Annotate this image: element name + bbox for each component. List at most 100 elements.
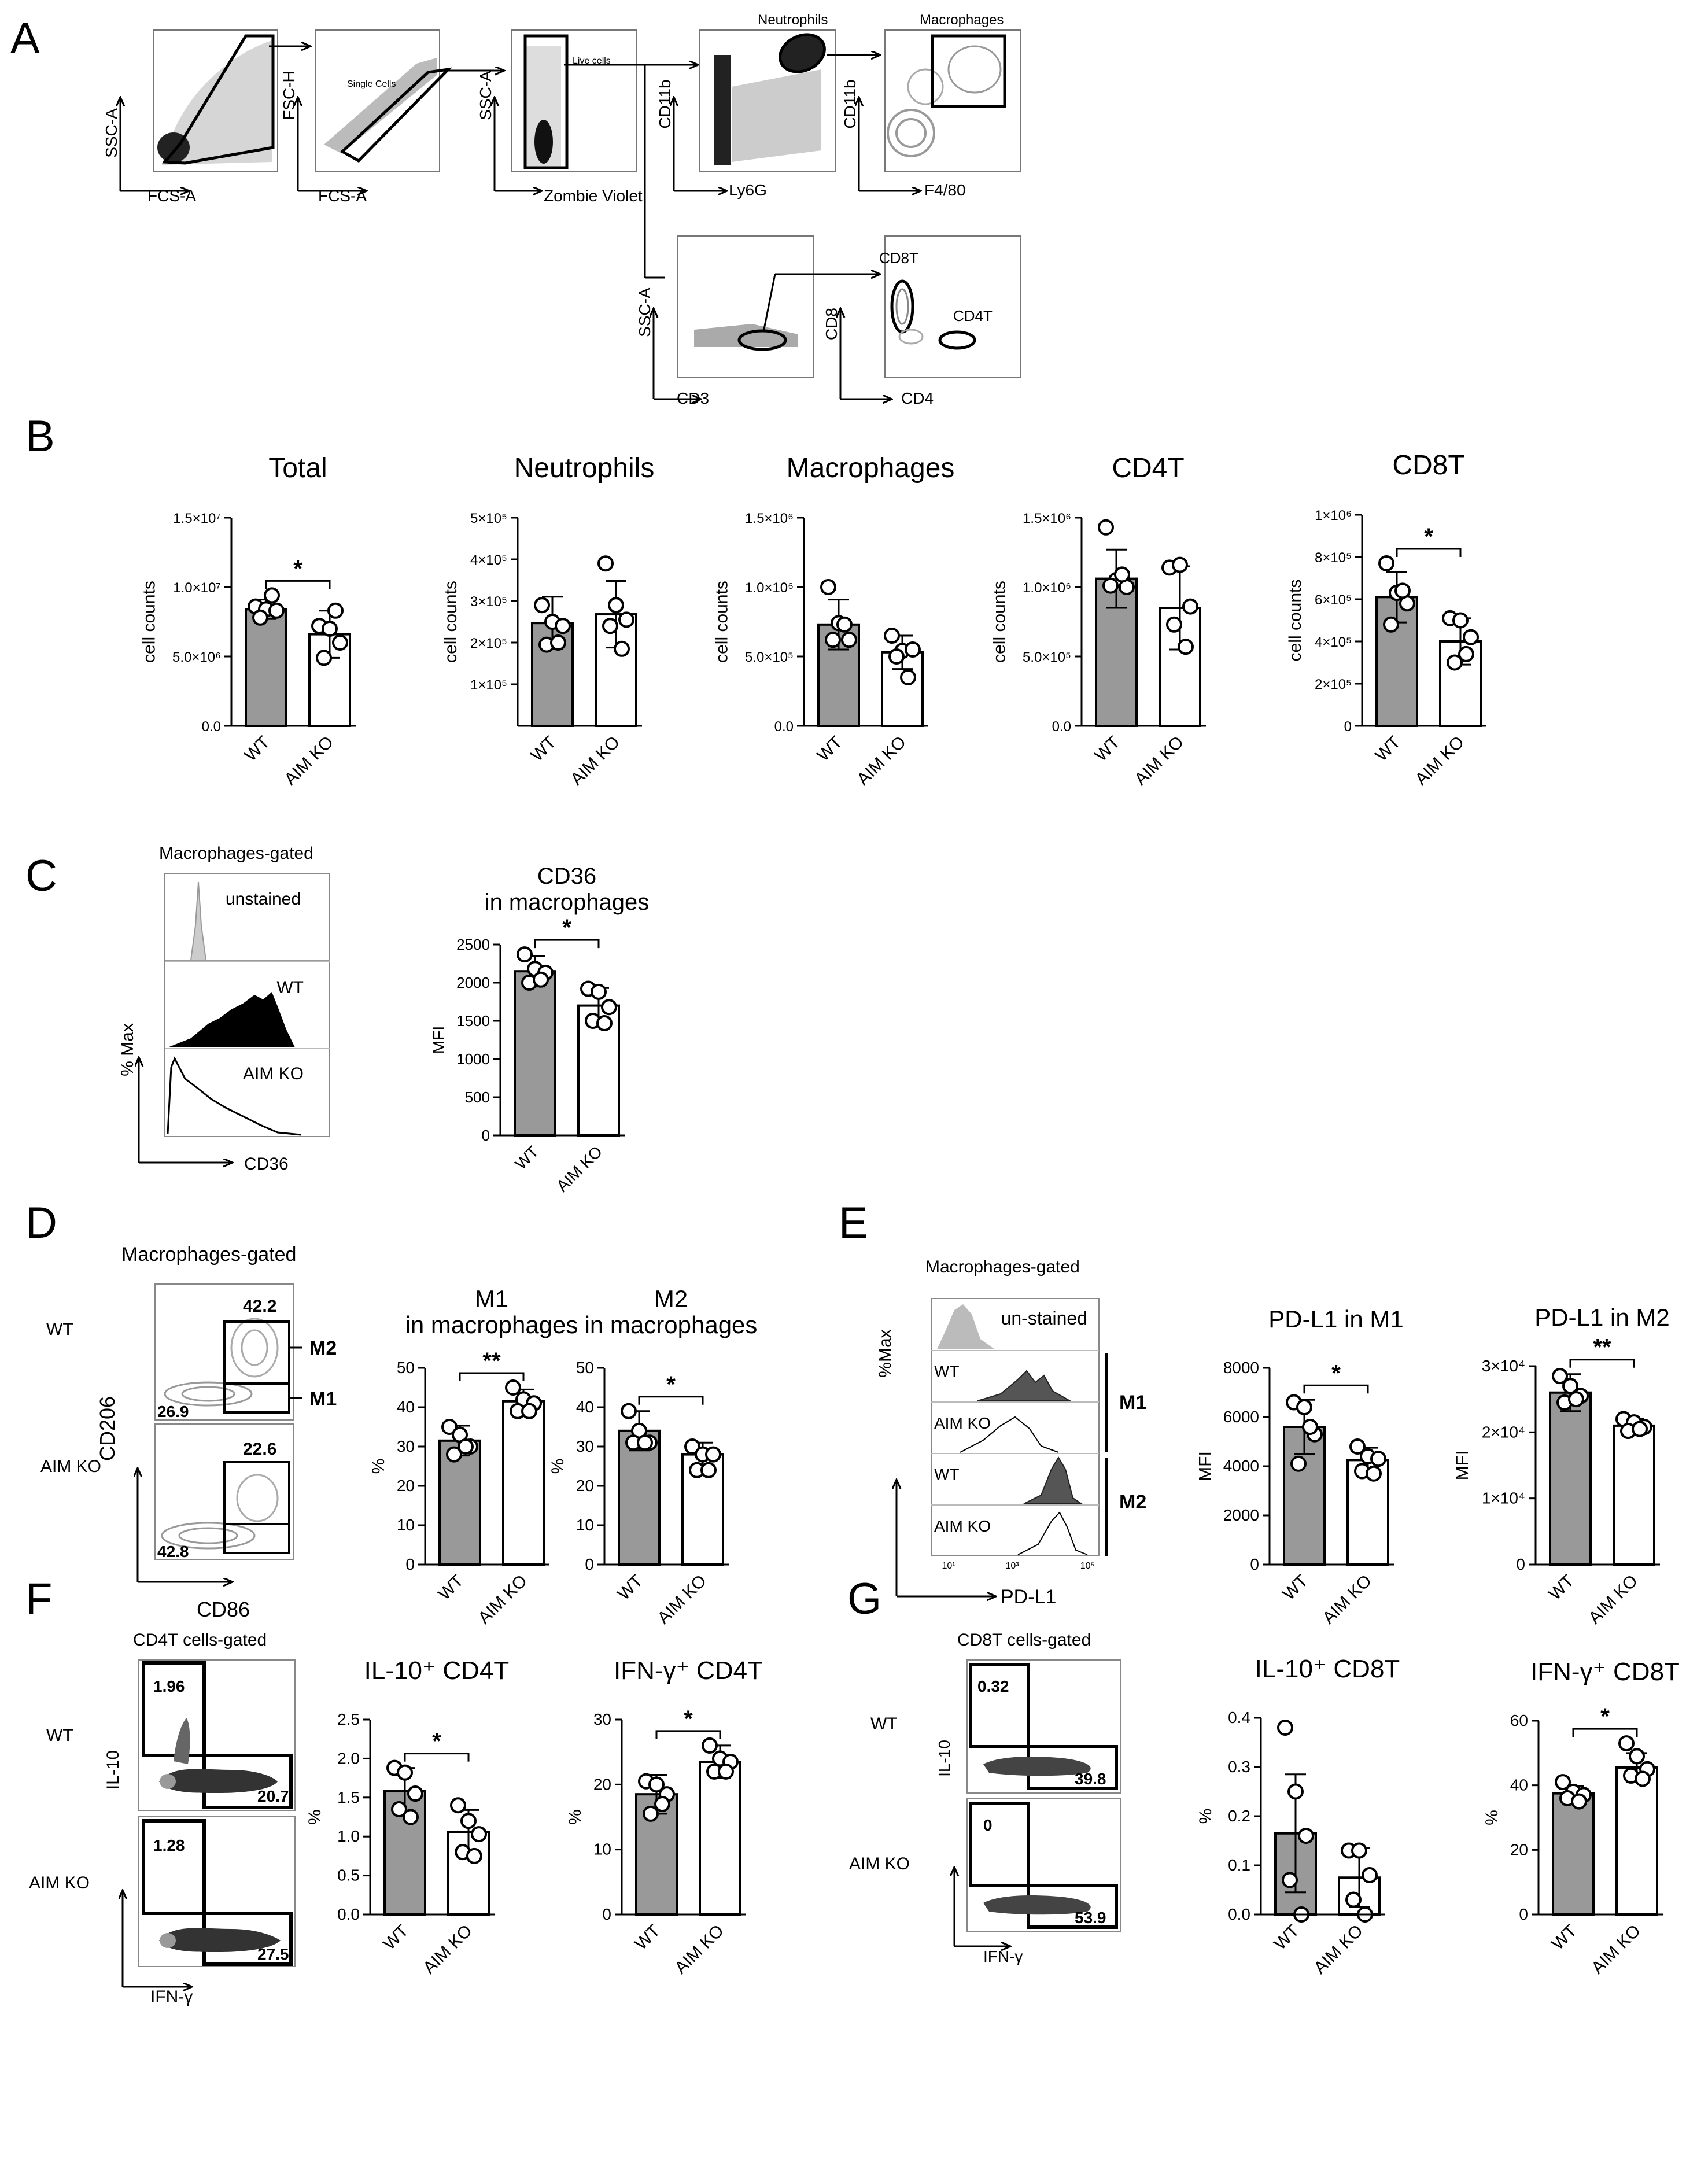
data-point [252, 609, 268, 626]
panel-label-e: E [839, 1198, 868, 1248]
x-category-label: AIM KO [567, 733, 624, 790]
header-cd8t-gated: CD8T cells-gated [957, 1630, 1091, 1650]
y-tick-label: 2×10⁵ [470, 636, 507, 651]
data-point [597, 555, 614, 572]
y-tick-label: 1×10⁴ [1482, 1489, 1525, 1507]
gating-plot-fsc-ssc: SSC-A FCS-A [102, 29, 278, 205]
group-label-m1: M1 [1119, 1392, 1146, 1414]
significance-marker: ** [482, 1348, 501, 1374]
x-category-label: AIM KO [1411, 733, 1468, 790]
data-point [460, 1813, 477, 1829]
chart-title: Macrophages [787, 453, 955, 484]
chart-title: IFN-γ⁺ CD8T [1530, 1658, 1680, 1686]
data-point [608, 597, 624, 614]
data-point [825, 632, 841, 648]
data-point [1394, 582, 1411, 599]
significance-marker: ** [1593, 1335, 1611, 1360]
data-point [1178, 639, 1194, 655]
data-point [550, 634, 566, 651]
y-tick-label: 20 [397, 1477, 415, 1495]
gate-label-cd8t: CD8T [879, 249, 918, 267]
data-point [705, 1446, 721, 1463]
significance-bracket [1572, 1728, 1638, 1737]
panel-label-c: C [25, 851, 57, 901]
y-tick-label: 1.5×10⁶ [1023, 511, 1071, 526]
track-unstained: unstained [226, 890, 301, 909]
x-category-label: AIM KO [553, 1142, 606, 1195]
data-point [1287, 1783, 1304, 1800]
bar-aim-ko [502, 1400, 545, 1566]
data-point [1296, 1399, 1312, 1415]
data-point [1182, 598, 1198, 615]
y-tick-label: 0.3 [1228, 1758, 1250, 1776]
data-point [718, 1763, 734, 1780]
x-category-label: AIM KO [1310, 1921, 1367, 1978]
quadrant-il10-wt: 0.32 [977, 1677, 1009, 1695]
gate-label-neutrophils: Neutrophils [758, 12, 828, 28]
data-point [1458, 645, 1474, 662]
row-label-wt: WT [870, 1714, 898, 1733]
axis-x-label: CD36 [244, 1154, 289, 1174]
axis-y-label: CD11b [656, 79, 674, 128]
data-point [654, 1796, 670, 1813]
y-tick-label: 20 [576, 1477, 594, 1495]
header-macrophages-gated: Macrophages-gated [159, 844, 313, 863]
bar-wt [438, 1439, 481, 1566]
y-tick-label: 50 [576, 1359, 594, 1377]
axis-x-label: CD86 [197, 1598, 250, 1621]
x-category-label: WT [1091, 733, 1124, 765]
bar-wt [1552, 1792, 1595, 1916]
data-point [1349, 1438, 1366, 1455]
data-point [602, 618, 618, 634]
axis-y-label: SSC-A [102, 108, 120, 158]
track-m2-aim-ko: AIM KO [934, 1517, 991, 1535]
quadrant-m2-wt: 42.2 [243, 1297, 276, 1316]
y-tick-label: 6000 [1223, 1408, 1259, 1426]
gate-label-cd4t: CD4T [953, 307, 993, 324]
data-point [591, 983, 607, 1000]
chart-subtitle: in macrophages [405, 1311, 578, 1338]
y-tick-label: 1.5 [337, 1788, 360, 1806]
data-point [327, 602, 344, 619]
significance-marker: * [432, 1729, 441, 1754]
x-category-label: WT [1279, 1571, 1312, 1604]
significance-marker: * [684, 1706, 693, 1732]
axis-x-label: IFN-γ [150, 1987, 193, 2006]
x-category-label: WT [1545, 1571, 1578, 1604]
chart-title: PD-L1 in M1 [1268, 1305, 1403, 1333]
y-axis-label: cell counts [713, 581, 732, 663]
quadrant-ifng-wt: 20.7 [257, 1787, 289, 1805]
data-point [264, 587, 280, 604]
quadrant-other-ko: 42.8 [157, 1543, 189, 1560]
y-axis-label: MFI [430, 1026, 448, 1054]
data-point [905, 641, 921, 658]
y-axis-label: % [305, 1809, 324, 1825]
panel-label-d: D [25, 1198, 57, 1248]
gating-plot-live: Live cells SSC-A Zombie Violet [445, 29, 697, 279]
axis-x-label: FCS-A [318, 187, 367, 205]
y-tick-label: 0.4 [1228, 1709, 1250, 1726]
x-category-label: AIM KO [671, 1921, 728, 1978]
y-tick-label: 0.0 [202, 719, 221, 735]
y-axis-label: MFI [1196, 1451, 1215, 1481]
data-point [322, 621, 338, 637]
axis-x-label: Ly6G [729, 181, 767, 199]
data-point [643, 1805, 659, 1822]
gating-plot-neutrophils: Neutrophils CD11b Ly6G [656, 12, 879, 199]
panel-label-b: B [25, 412, 55, 461]
x-category-label: WT [632, 1921, 664, 1954]
data-point [450, 1797, 466, 1814]
data-point [1370, 1451, 1386, 1467]
y-tick-label: 40 [1510, 1776, 1528, 1794]
panel-label-f: F [25, 1574, 52, 1624]
x-category-label: AIM KO [1588, 1921, 1644, 1978]
x-category-label: WT [1372, 733, 1404, 765]
y-tick-label: 5.0×10⁵ [1023, 650, 1071, 665]
data-point [1345, 1891, 1362, 1908]
